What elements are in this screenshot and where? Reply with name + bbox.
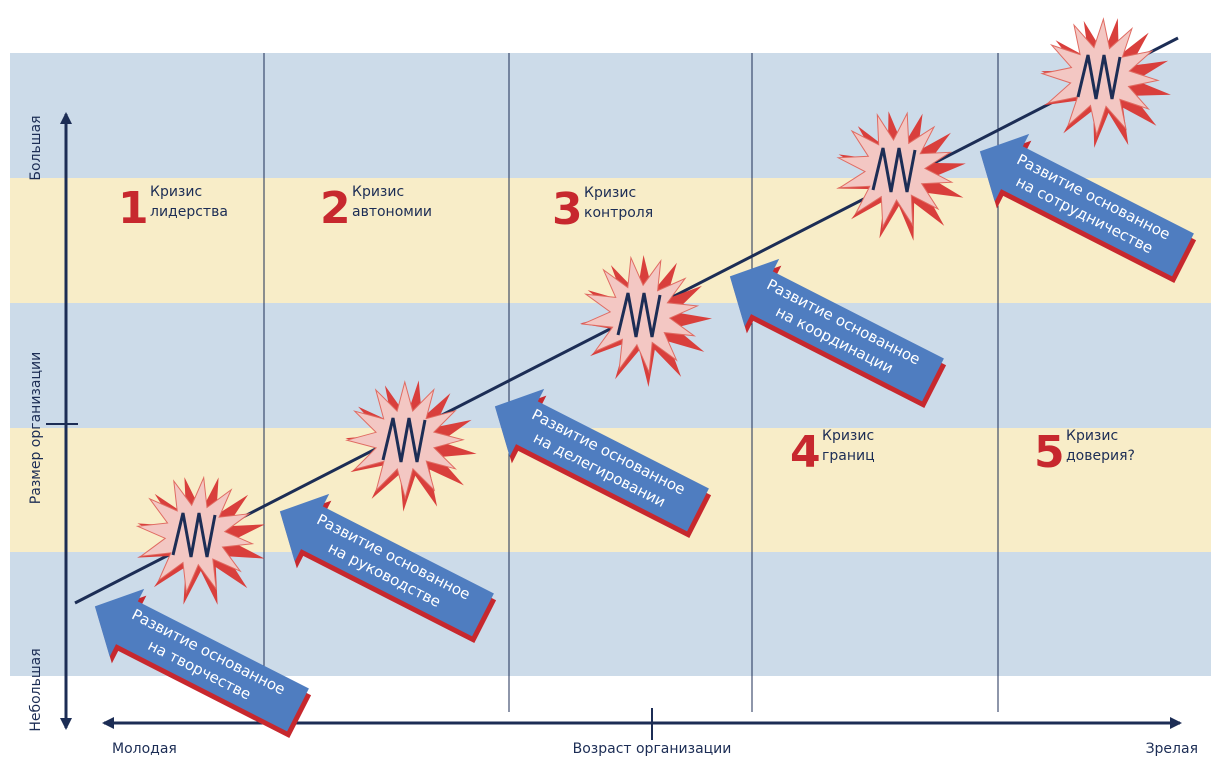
crisis-label: 5 Кризис доверия?	[1034, 427, 1135, 478]
crisis-line2: автономии	[352, 204, 432, 220]
crisis-number: 5	[1034, 427, 1065, 478]
crisis-line1: Кризис	[150, 184, 202, 200]
crisis-line1: Кризис	[822, 428, 874, 444]
crisis-zigzag	[616, 292, 662, 338]
crisis-zigzag	[381, 417, 427, 463]
crisis-line1: Кризис	[1066, 428, 1118, 444]
crisis-zigzag	[871, 147, 917, 193]
crisis-label: 1 Кризис лидерства	[118, 183, 228, 234]
y-axis-top-label: Большая	[28, 115, 44, 180]
growth-arrow-body	[94, 588, 309, 732]
crisis-burst	[345, 380, 477, 512]
crisis-line1: Кризис	[352, 184, 404, 200]
growth-arrow-body	[279, 493, 494, 637]
growth-arrow: Развитие основанное на координации	[729, 258, 947, 409]
crisis-line2: границ	[822, 448, 875, 464]
crisis-label: 2 Кризис автономии	[320, 183, 432, 234]
x-axis-title: Возраст организации	[573, 741, 732, 757]
crisis-burst	[580, 255, 712, 387]
crisis-number: 3	[552, 184, 583, 235]
crisis-number: 4	[790, 427, 821, 478]
growth-arrow-body	[979, 133, 1194, 277]
x-axis-right-label: Зрелая	[1146, 741, 1198, 757]
crisis-label: 4 Кризис границ	[790, 427, 875, 478]
crisis-label: 3 Кризис контроля	[552, 184, 653, 235]
crisis-bursts	[135, 17, 1171, 605]
crisis-line2: доверия?	[1066, 448, 1135, 464]
crisis-number: 1	[118, 183, 149, 234]
growth-arrow-body	[729, 258, 944, 402]
crisis-burst	[135, 475, 265, 605]
crisis-line2: контроля	[584, 205, 653, 221]
crisis-line1: Кризис	[584, 185, 636, 201]
crisis-zigzag	[1076, 54, 1122, 100]
y-axis-bottom-label: Небольшая	[28, 648, 44, 731]
crisis-burst	[836, 111, 966, 241]
crisis-number: 2	[320, 183, 351, 234]
crisis-burst	[1040, 17, 1171, 148]
crisis-zigzag	[171, 512, 217, 558]
y-axis-title: Размер организации	[28, 352, 44, 504]
growth-arrow-body	[494, 388, 709, 532]
x-axis-left-label: Молодая	[112, 741, 177, 757]
crisis-line2: лидерства	[150, 204, 228, 220]
crisis-labels: 1 Кризис лидерства 2 Кризис автономии 3 …	[118, 183, 1135, 478]
